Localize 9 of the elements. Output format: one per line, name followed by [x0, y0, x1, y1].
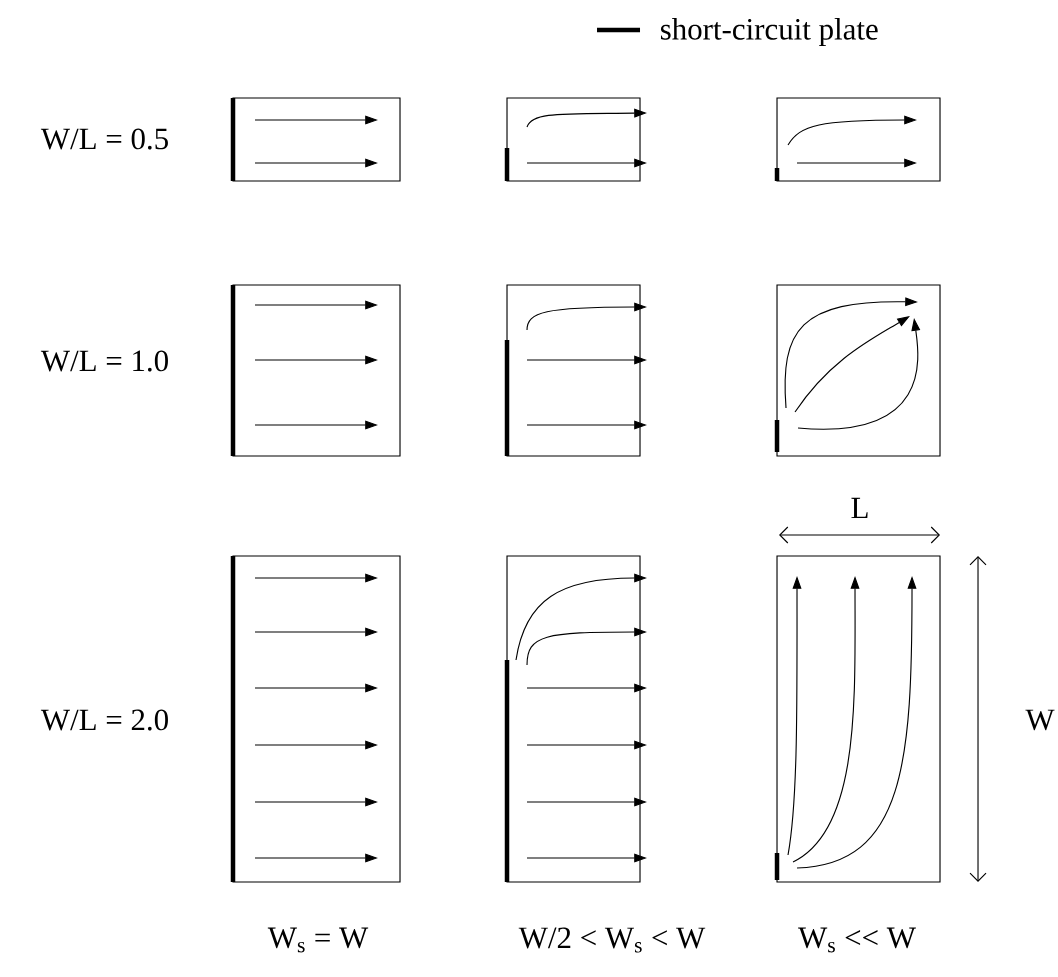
row-label: W/L = 0.5 — [40, 128, 168, 150]
dimension-label: L — [851, 497, 868, 519]
legend-text: short-circuit plate — [661, 17, 878, 46]
row-label: W/L = 2.0 — [40, 709, 168, 731]
column-label: W/2 < W$_{s}$ < W — [518, 927, 706, 953]
column-label: W$_{s}$ << W — [798, 927, 916, 953]
row-label: W/L = 1.0 — [40, 350, 168, 372]
dimension-label: W — [1025, 709, 1055, 731]
column-label: W$_{s}$ = W — [267, 927, 369, 953]
